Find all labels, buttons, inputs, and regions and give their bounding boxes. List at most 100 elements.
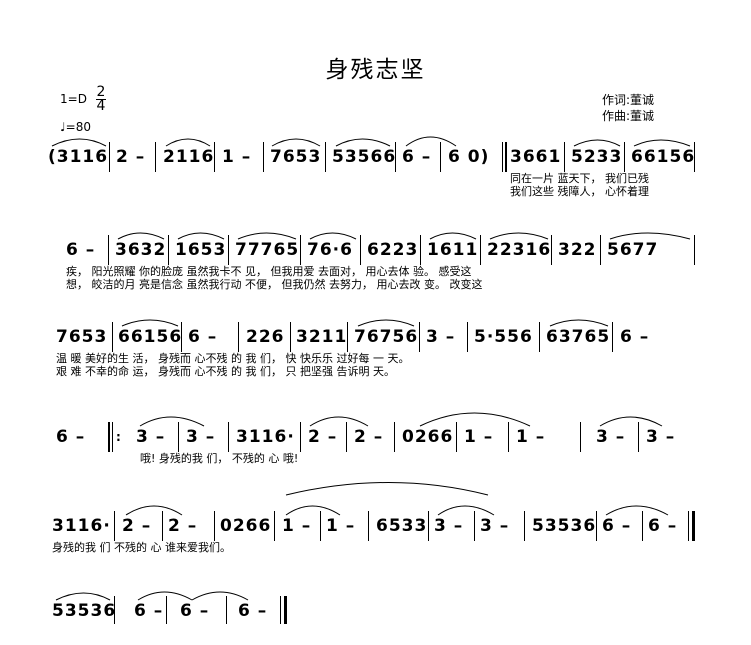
barline (524, 511, 525, 541)
barline (181, 322, 182, 352)
final-barline (692, 511, 695, 541)
measure: 6 – (648, 516, 678, 536)
barline (596, 511, 597, 541)
barline (694, 235, 695, 265)
lyric-verse-1: 温 暖 美好的生 活， 身残而 心不残 的 我 们， 快 快乐乐 过好每 一 天… (56, 352, 410, 365)
lyric-verse-1: 身残的我 们 不残的 心 谁来爱我们。 (52, 541, 231, 554)
measure: 76·6 (307, 240, 353, 260)
measure: 6223 (367, 240, 419, 260)
barline (300, 422, 301, 452)
time-signature-bottom: 4 (96, 98, 106, 114)
barline (474, 511, 475, 541)
composer-credit: 作曲:董诚 (602, 109, 655, 123)
barline (228, 422, 229, 452)
measure: 6 – (238, 601, 268, 621)
tie (599, 416, 663, 427)
measure: 76756 (354, 327, 419, 347)
tie (137, 591, 193, 601)
slur (237, 232, 297, 240)
final-barline (284, 596, 287, 624)
barline (539, 322, 540, 352)
measure: 6533 (376, 516, 428, 536)
measure: 3 – (426, 327, 456, 347)
measure: 3211 (296, 327, 348, 347)
tie (285, 505, 341, 516)
barline (114, 596, 115, 624)
barline (440, 142, 441, 172)
slur (51, 138, 107, 147)
barline (228, 235, 229, 265)
barline (178, 422, 179, 452)
slur (271, 138, 321, 147)
barline (368, 511, 369, 541)
measure: 6 0) (448, 147, 490, 167)
measure: 6 – (620, 327, 650, 347)
barline (238, 322, 239, 352)
barline (638, 422, 639, 452)
measure: 3 – (596, 427, 626, 447)
barline (347, 322, 348, 352)
lyric-verse-2: 我们这些 残障人， 心怀着理 (510, 185, 649, 198)
barline (290, 322, 291, 352)
barline (551, 235, 552, 265)
measure: 322 (558, 240, 597, 260)
barline (428, 511, 429, 541)
measure: 3661 (510, 147, 562, 167)
measure: 53536 (52, 601, 117, 621)
measure: 53536 (532, 516, 597, 536)
measure: 6 – (602, 516, 632, 536)
barline (346, 422, 347, 452)
barline (564, 142, 565, 172)
barline (108, 235, 109, 265)
slur (117, 232, 165, 240)
barline (162, 511, 163, 541)
barline (360, 235, 361, 265)
measure: 1 – (326, 516, 356, 536)
slur (549, 319, 609, 327)
barline (114, 511, 115, 541)
measure: 2 – (168, 516, 198, 536)
measure: 7653 (56, 327, 108, 347)
barline (166, 596, 167, 624)
measure: 3116· (52, 516, 111, 536)
slur (309, 232, 357, 240)
measure: 6 – (180, 601, 210, 621)
slur (609, 232, 691, 240)
measure: 3 – (136, 427, 166, 447)
lyricist-credit: 作词:董诚 (602, 93, 655, 107)
barline (168, 235, 169, 265)
measure: 2 – (116, 147, 146, 167)
time-signature: 2 4 (96, 85, 106, 114)
measure: 1 – (516, 427, 546, 447)
tie (419, 412, 531, 427)
barline (214, 142, 215, 172)
credits: 作词:董诚 作曲:董诚 (602, 92, 654, 124)
lyric-verse-2: 想， 皎洁的月 亮是信念 虽然我行动 不便， 但我仍然 去努力， 用心去改 变。… (66, 278, 483, 291)
barline (480, 235, 481, 265)
barline (394, 422, 395, 452)
measure: 5233 (571, 147, 623, 167)
measure: 2 – (354, 427, 384, 447)
measure: 1 – (282, 516, 312, 536)
barline (694, 142, 695, 172)
barline (624, 142, 625, 172)
slur (121, 319, 179, 327)
measure: 77765 (235, 240, 300, 260)
measure: 3 – (186, 427, 216, 447)
measure: 1 – (222, 147, 252, 167)
slur (573, 139, 621, 147)
measure: 6 – (66, 240, 96, 260)
measure: 3116· (236, 427, 295, 447)
slur (177, 232, 225, 240)
measure: 66156 (631, 147, 696, 167)
barline (320, 511, 321, 541)
barline (467, 322, 468, 352)
barline (325, 142, 326, 172)
measure: 3 – (646, 427, 676, 447)
lyric-verse-1: 哦! 身残的我 们， 不残的 心 哦! (140, 452, 299, 465)
barline (420, 235, 421, 265)
measure: 66156 (118, 327, 183, 347)
measure: 2 – (122, 516, 152, 536)
barline (612, 322, 613, 352)
